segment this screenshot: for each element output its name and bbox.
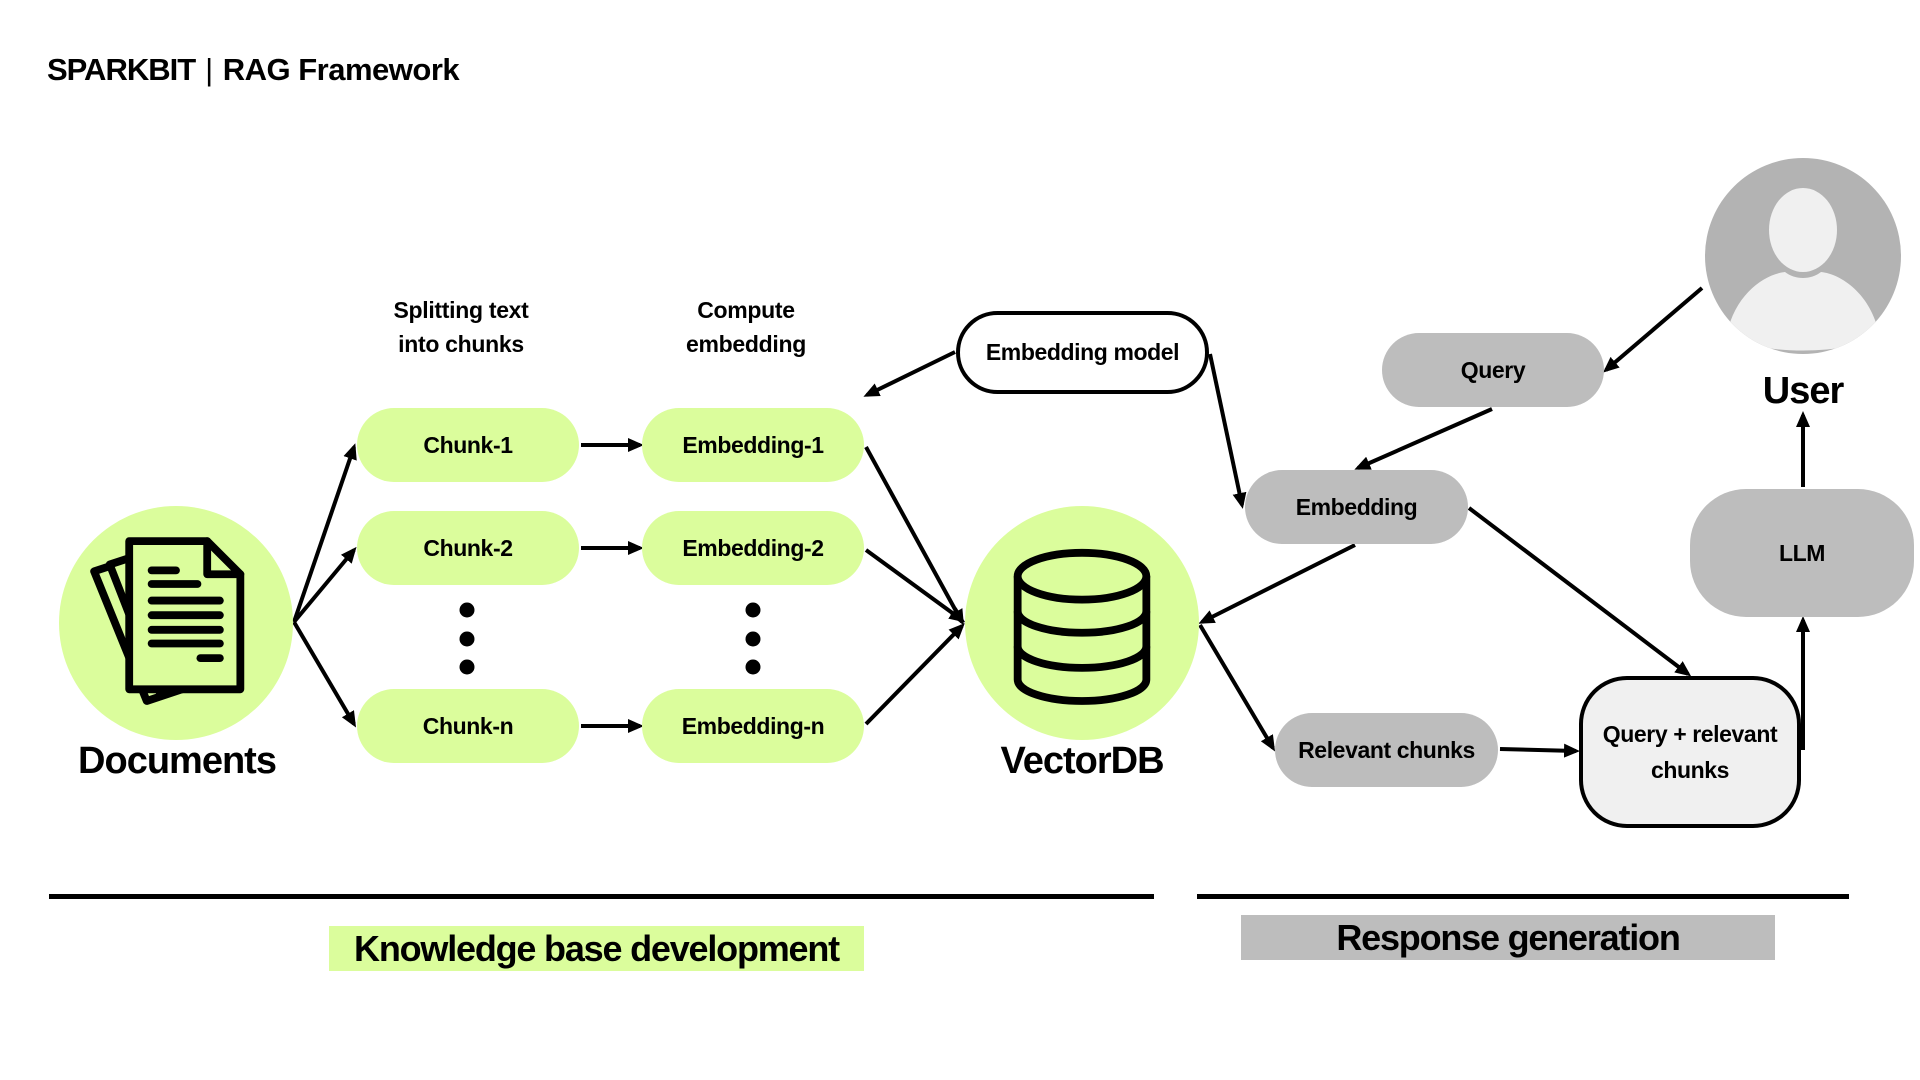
arrow-model-query-embedding — [1208, 353, 1247, 509]
relevant-chunks-node: Relevant chunks — [1275, 713, 1498, 787]
llm-node: LLM — [1690, 489, 1914, 617]
section-divider-knowledge — [49, 894, 1154, 899]
chunk-node: Chunk-n — [357, 689, 579, 763]
arrow-user-query — [1602, 286, 1704, 373]
title-separator: | — [205, 52, 213, 87]
arrow-documents-chunk-n — [292, 620, 357, 728]
step-caption-line: Splitting text — [393, 297, 529, 323]
embedding-node: Embedding-2 — [642, 511, 864, 585]
embedding-model-node: Embedding model — [956, 311, 1209, 394]
framework-title: RAG Framework — [222, 52, 460, 87]
ellipsis-dot — [459, 659, 475, 675]
step-caption-line: into chunks — [398, 331, 524, 357]
step-caption-splitting: Splitting text into chunks — [393, 293, 528, 361]
arrow-embedding2-vectordb — [864, 548, 966, 623]
ellipsis-dot — [745, 631, 761, 647]
ellipsis-dot — [459, 631, 475, 647]
section-label-response-generation: Response generation — [1241, 915, 1775, 960]
arrow-vectordb-relevant — [1198, 623, 1276, 752]
query-relevant-chunks-node: Query + relevant chunks — [1579, 676, 1801, 828]
arrow-documents-chunk-1 — [292, 443, 357, 623]
arrow-query-embedding — [1354, 407, 1493, 470]
chunk-node: Chunk-2 — [357, 511, 579, 585]
query-node: Query — [1382, 333, 1604, 407]
arrow-embedding-combined — [1467, 506, 1692, 677]
section-label-knowledge-base: Knowledge base development — [329, 926, 864, 971]
vectordb-node — [965, 506, 1199, 740]
documents-icon — [90, 537, 245, 705]
page-title: SPARKBIT | RAG Framework — [47, 52, 460, 88]
ellipsis-dot — [745, 659, 761, 675]
documents-node — [59, 506, 293, 740]
section-divider-response — [1197, 894, 1849, 899]
step-caption-line: Compute — [697, 297, 795, 323]
arrow-relevant-combined — [1499, 743, 1580, 758]
step-caption-line: embedding — [686, 331, 806, 357]
embedding-node: Embedding-1 — [642, 408, 864, 482]
arrow-embedding-vectordb — [1198, 543, 1356, 624]
user-avatar-icon — [1727, 188, 1879, 351]
ellipsis-dot — [745, 602, 761, 618]
user-avatar — [1705, 158, 1901, 354]
user-label: User — [1762, 370, 1844, 412]
step-caption-embedding: Compute embedding — [686, 293, 806, 361]
brand-logo: SPARKBIT — [47, 52, 196, 87]
query-embedding-node: Embedding — [1245, 470, 1468, 544]
arrow-documents-chunk-2 — [292, 546, 357, 624]
arrow-embeddingn-vectordb — [864, 623, 965, 726]
arrow-embedding1-vectordb — [864, 446, 964, 626]
documents-label: Documents — [78, 740, 277, 782]
chunk-node: Chunk-1 — [357, 408, 579, 482]
vectordb-label: VectorDB — [1000, 740, 1164, 782]
ellipsis-dot — [459, 602, 475, 618]
database-icon — [1013, 548, 1151, 705]
embedding-node: Embedding-n — [642, 689, 864, 763]
arrow-model-embeddings — [863, 350, 956, 397]
